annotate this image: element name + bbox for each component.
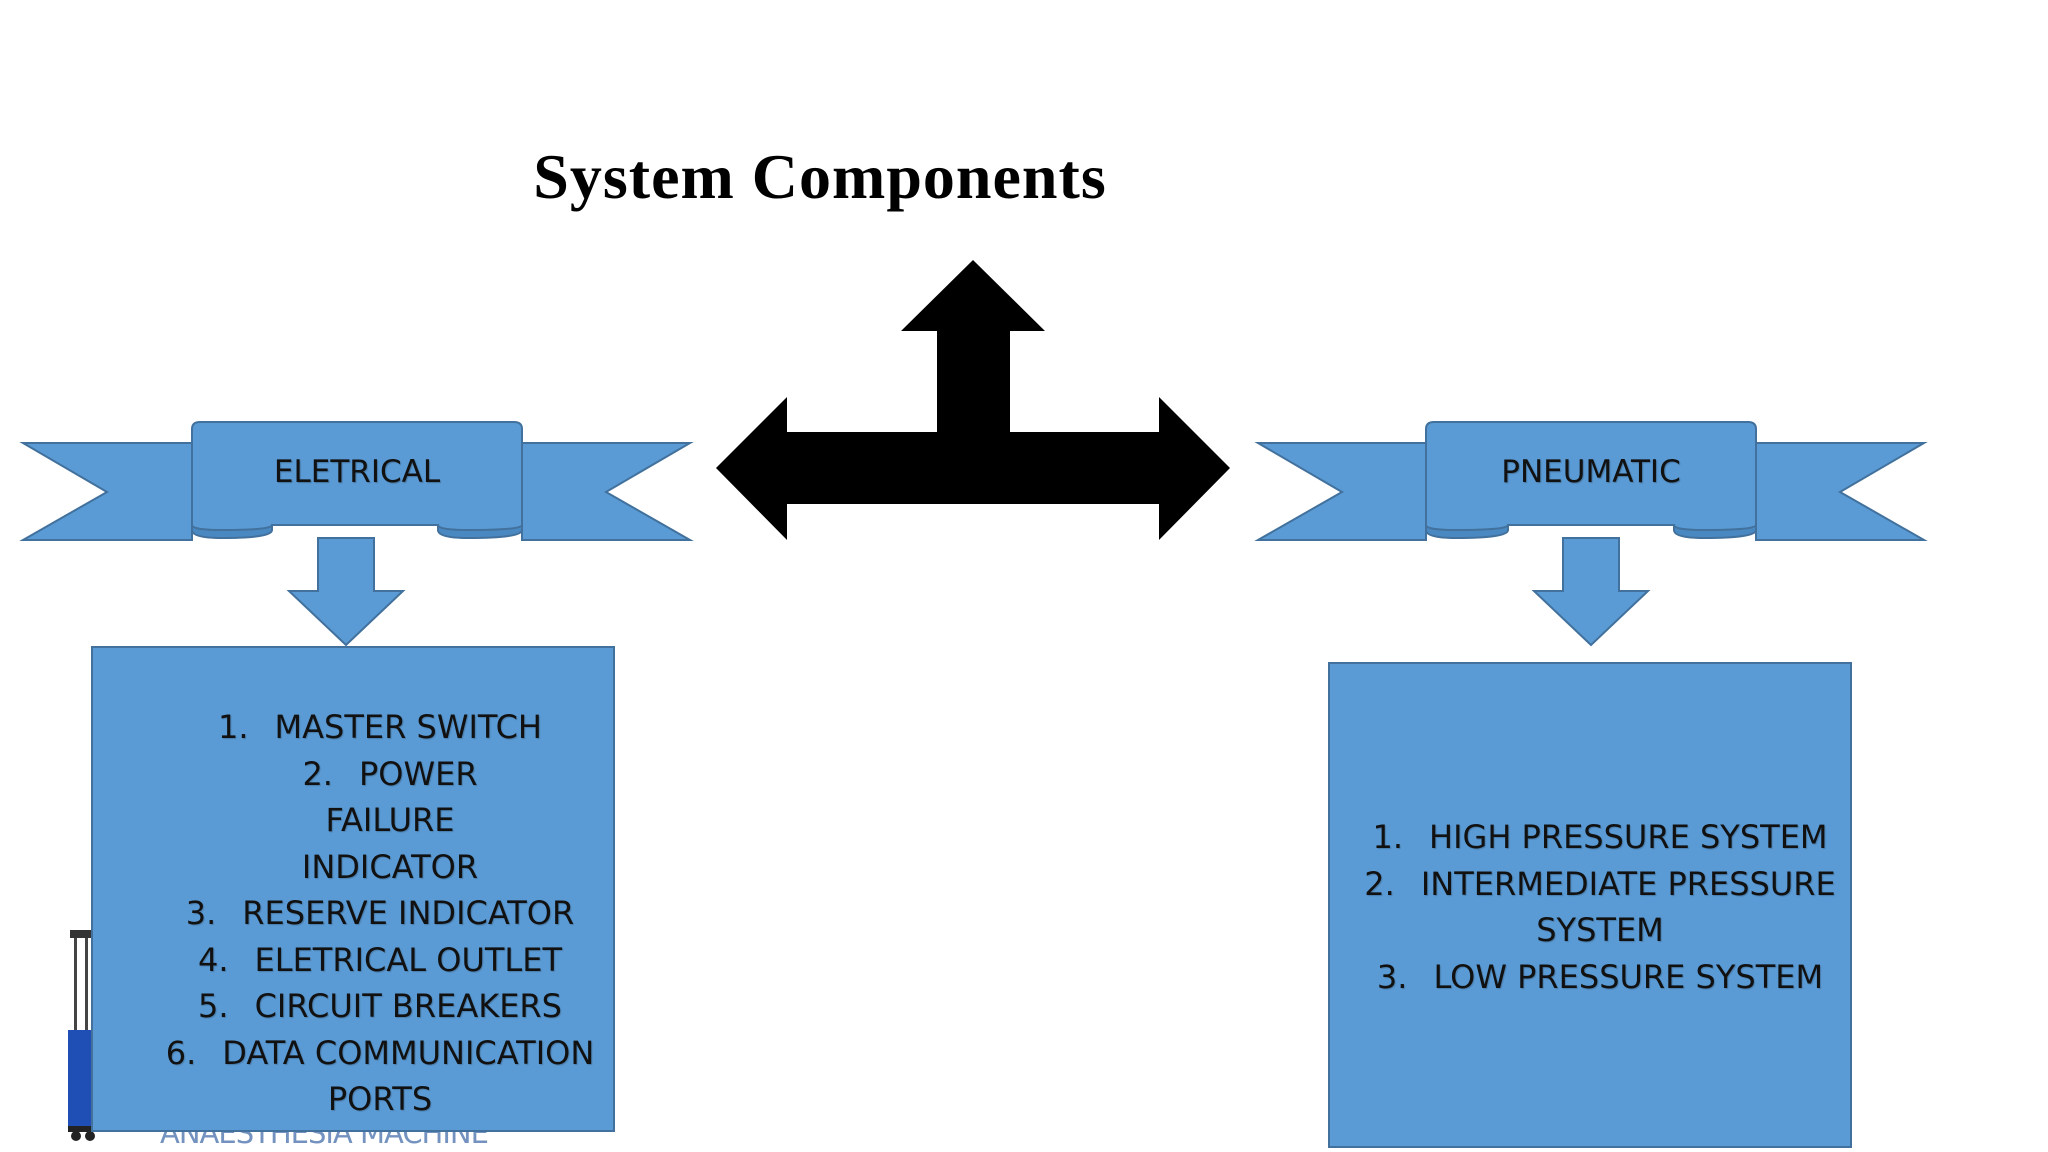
electrical-components-list: 1.MASTER SWITCH 2.POWER FAILURE INDICATO… xyxy=(110,704,650,1123)
pneumatic-components-box xyxy=(1328,662,1852,1148)
electrical-label: ELETRICAL xyxy=(273,454,441,490)
list-item: 2.INTERMEDIATE PRESSURE SYSTEM xyxy=(1364,864,1836,950)
list-item: 3.RESERVE INDICATOR xyxy=(185,894,575,932)
list-item: 4.ELETRICAL OUTLET xyxy=(198,940,562,979)
electrical-components-box xyxy=(91,646,615,1132)
list-item: 6.DATA COMMUNICATION PORTS xyxy=(165,1033,595,1119)
pneumatic-components-list: 1.HIGH PRESSURE SYSTEM 2.INTERMEDIATE PR… xyxy=(1340,814,1860,1000)
list-item: 5.CIRCUIT BREAKERS xyxy=(198,987,562,1025)
list-item: 3.LOW PRESSURE SYSTEM xyxy=(1376,957,1824,996)
pneumatic-label: PNEUMATIC xyxy=(1501,454,1681,490)
list-item: 1.MASTER SWITCH xyxy=(218,708,542,746)
anaesthesia-machine-image xyxy=(68,930,95,1141)
list-item: 2.POWER FAILURE INDICATOR xyxy=(301,754,479,886)
page-title: System Components xyxy=(533,141,1107,212)
list-item: 1.HIGH PRESSURE SYSTEM xyxy=(1372,818,1828,856)
